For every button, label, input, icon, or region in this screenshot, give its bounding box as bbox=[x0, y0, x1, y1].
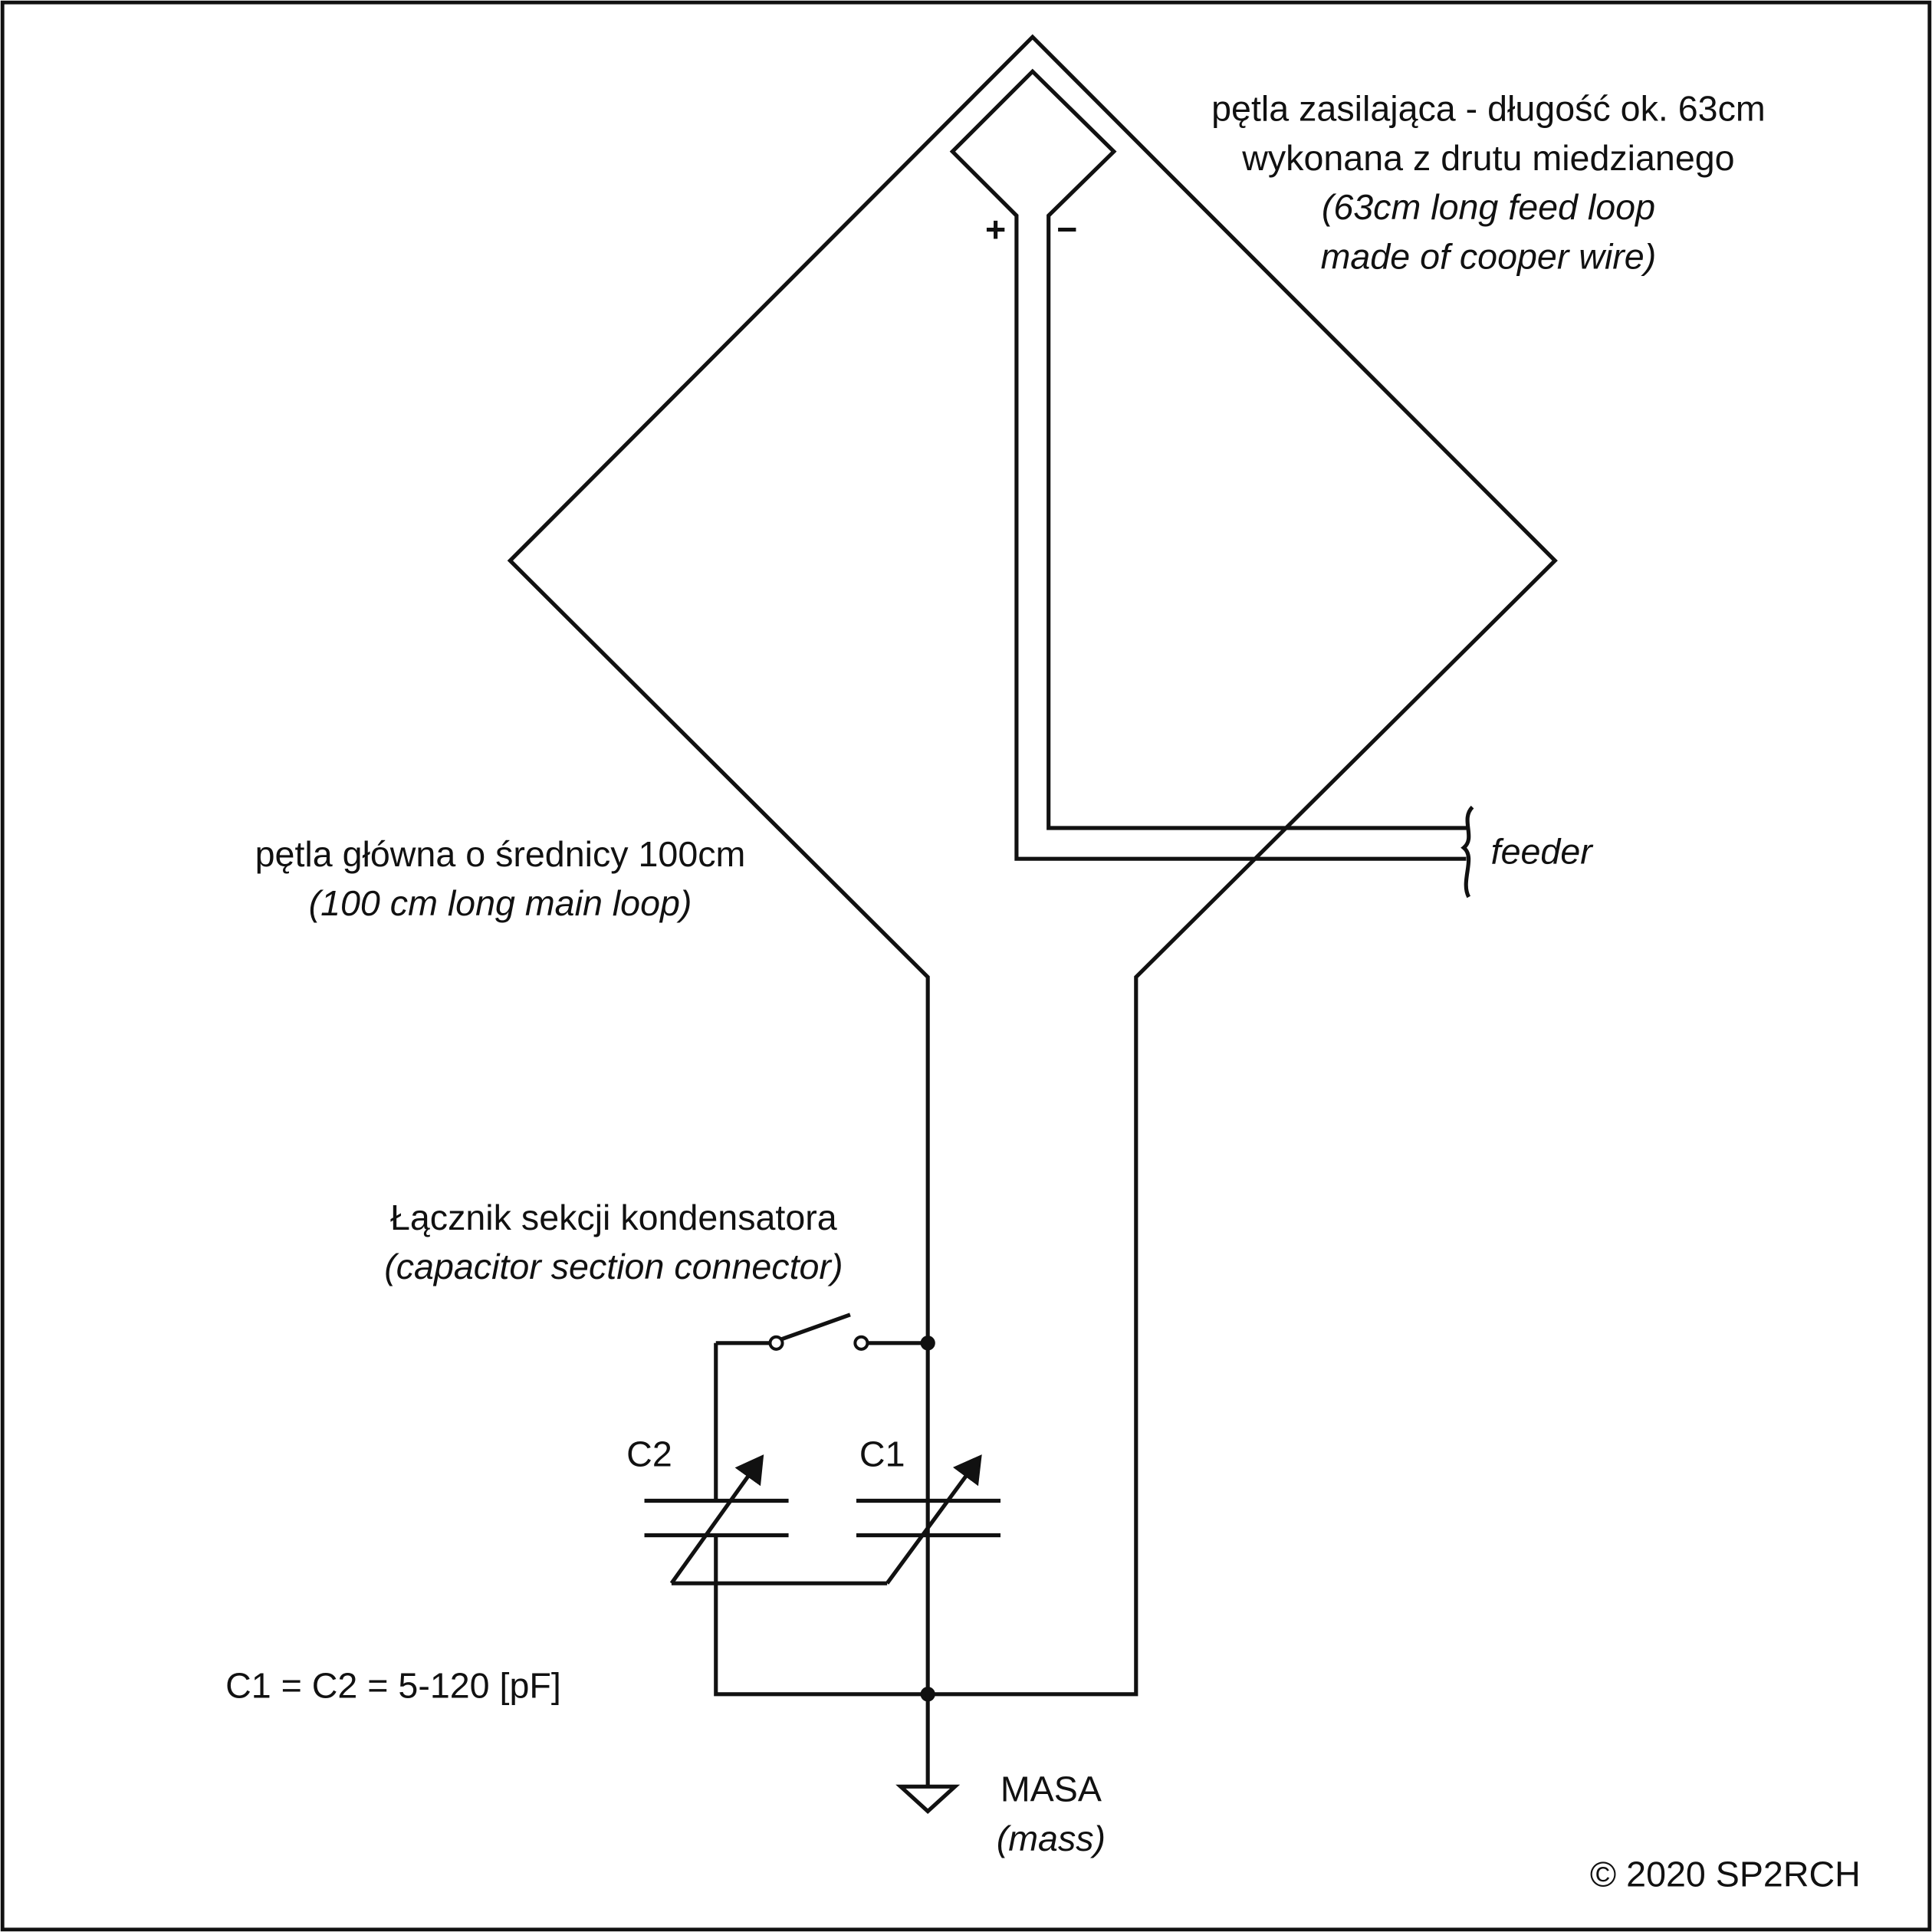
feed-loop-wire-left bbox=[949, 68, 1467, 861]
main-loop-label-en: (100 cm long main loop) bbox=[309, 883, 692, 923]
capacitance-value: C1 = C2 = 5-120 [pF] bbox=[225, 1666, 561, 1706]
feed-loop-label-en-1: (63cm long feed loop bbox=[1322, 187, 1655, 227]
switch-label-en: (capacitor section connector) bbox=[384, 1247, 843, 1286]
plus-terminal: + bbox=[985, 209, 1006, 249]
ground-symbol-icon bbox=[895, 1784, 961, 1814]
junction-dot-top bbox=[920, 1336, 935, 1351]
main-loop-label-pl: pętla główna o średnicy 100cm bbox=[255, 834, 746, 874]
ground-label-en: (mass) bbox=[997, 1819, 1106, 1858]
switch-label-pl: Łącznik sekcji kondensatora bbox=[390, 1198, 837, 1237]
main-loop-wire bbox=[507, 34, 1558, 1697]
feeder-break-mark bbox=[1460, 805, 1474, 899]
switch-contact-right bbox=[853, 1335, 869, 1351]
switch-lever bbox=[780, 1313, 851, 1342]
ground-label-pl: MASA bbox=[1001, 1769, 1102, 1809]
feeder-label: feeder bbox=[1491, 832, 1595, 872]
c1-variable-arrow bbox=[886, 1454, 982, 1585]
c2-variable-arrow bbox=[669, 1454, 764, 1585]
c2-label: C2 bbox=[626, 1434, 672, 1474]
switch-contact-left bbox=[768, 1335, 784, 1351]
feed-loop-label-en-2: made of cooper wire) bbox=[1321, 236, 1657, 276]
c1-label: C1 bbox=[859, 1434, 905, 1474]
minus-terminal: − bbox=[1056, 209, 1077, 249]
feed-loop-label-pl-2: wykonana z drutu miedzianego bbox=[1241, 138, 1734, 178]
feed-loop-label-pl-1: pętla zasilająca - długość ok. 63cm bbox=[1211, 89, 1766, 129]
copyright: © 2020 SP2RCH bbox=[1590, 1855, 1861, 1894]
junction-dot-bottom bbox=[920, 1687, 935, 1702]
